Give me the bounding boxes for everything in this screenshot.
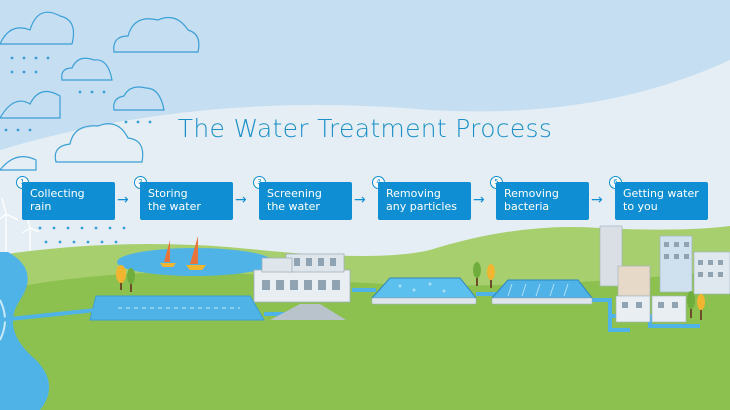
step-1-box: Collecting rain xyxy=(22,182,115,220)
cloud-icon xyxy=(61,57,113,81)
page-title: The Water Treatment Process xyxy=(177,114,553,143)
right-arrow-icon: → xyxy=(235,192,247,208)
step-3-box: Screening the water xyxy=(259,182,352,220)
cloud-group xyxy=(0,11,200,171)
treatment-works-building xyxy=(253,253,351,320)
step-4-box: Removing any particles xyxy=(378,182,471,220)
cloud-icon xyxy=(54,123,144,163)
cloud-icon xyxy=(0,156,37,171)
step-6-box: Getting water to you xyxy=(615,182,708,220)
cloud-icon xyxy=(0,90,61,119)
town-buildings xyxy=(599,225,730,323)
cloud-icon xyxy=(0,11,75,45)
right-arrow-icon: → xyxy=(591,192,603,208)
raindrop-group xyxy=(4,56,152,244)
disinfection-tank xyxy=(490,279,594,305)
sailboat-icon xyxy=(160,240,176,267)
tree-group xyxy=(116,262,705,320)
step-5-box: Removing bacteria xyxy=(496,182,589,220)
cloud-icon xyxy=(113,17,200,53)
river xyxy=(0,252,50,410)
right-arrow-icon: → xyxy=(473,192,485,208)
cloud-icon xyxy=(113,86,165,111)
sailboat-icon xyxy=(186,236,206,270)
right-arrow-icon: → xyxy=(354,192,366,208)
step-2-box: Storing the water xyxy=(140,182,233,220)
filter-tank xyxy=(370,277,478,305)
right-arrow-icon: → xyxy=(117,192,129,208)
